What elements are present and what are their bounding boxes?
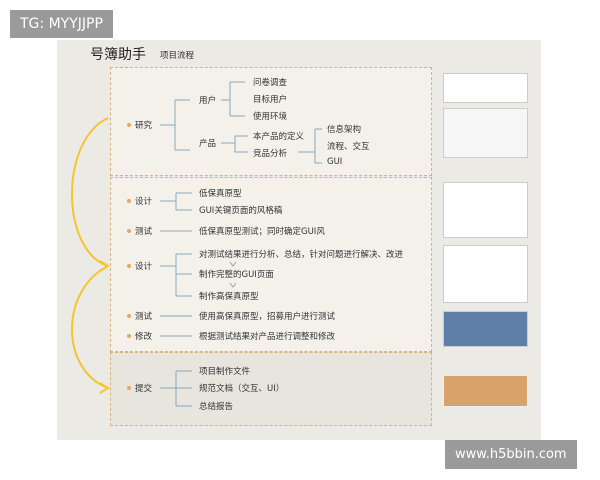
screens-thumbnail: [443, 311, 528, 347]
design-box: [110, 177, 432, 352]
bullet-dot: [127, 199, 131, 203]
design-1-item: 低保真原型: [199, 189, 242, 199]
submit-item: 项目制作文件: [199, 367, 251, 377]
bullet-dot: [127, 314, 131, 318]
modify-item: 根据测试结果对产品进行调整和修改: [199, 332, 336, 342]
node-product-item: 竞品分析: [253, 149, 288, 159]
page-title: 号簿助手: [90, 47, 146, 63]
node-user-item: 目标用户: [253, 95, 288, 105]
node-analysis-item: 信息架构: [327, 125, 362, 135]
node-design-2: 设计: [135, 262, 153, 272]
design-2-item: 制作高保真原型: [199, 292, 259, 302]
bullet-dot: [127, 229, 131, 233]
node-test-2: 测试: [135, 312, 153, 322]
submit-box: [110, 352, 432, 426]
bullet-dot: [127, 264, 131, 268]
submit-item: 总结报告: [199, 402, 234, 412]
node-user-item: 问卷调查: [253, 78, 288, 88]
node-product-item: 本产品的定义: [253, 132, 305, 142]
page-subtitle: 项目流程: [160, 51, 195, 61]
node-test-1: 测试: [135, 227, 153, 237]
watermark-bottom: www.h5bbin.com: [445, 440, 577, 469]
design-1-item: GUI关键页面的风格稿: [199, 206, 283, 216]
test-1-item: 低保真原型测试；同时确定GUI风: [199, 227, 325, 237]
node-analysis-item: GUI: [327, 157, 343, 167]
node-research: 研究: [135, 121, 153, 131]
style-guide-thumbnail: [443, 245, 528, 303]
wireframe-thumbnail: [443, 108, 528, 158]
watermark-top: TG: MYYJJPP: [10, 10, 113, 38]
node-submit: 提交: [135, 384, 153, 394]
node-user-item: 使用环境: [253, 112, 288, 122]
bullet-dot: [127, 334, 131, 338]
bullet-dot: [127, 123, 131, 127]
submit-item: 规范文档（交互、UI）: [199, 384, 285, 394]
research-box: [110, 67, 432, 176]
bullet-dot: [127, 386, 131, 390]
node-product: 产品: [199, 139, 217, 149]
design-2-item: 制作完整的GUI页面: [199, 270, 274, 280]
node-user: 用户: [199, 96, 217, 106]
node-modify: 修改: [135, 332, 153, 342]
test-2-item: 使用高保真原型，招募用户进行测试: [199, 312, 336, 322]
design-2-item: 对测试结果进行分析、总结，针对问题进行解决、改进: [199, 250, 404, 260]
sketch-thumbnail: [443, 73, 528, 103]
node-design-1: 设计: [135, 197, 153, 207]
node-analysis-item: 流程、交互: [327, 142, 370, 152]
documents-thumbnail: [443, 375, 528, 407]
phone-mockup-thumbnail: [443, 182, 528, 238]
